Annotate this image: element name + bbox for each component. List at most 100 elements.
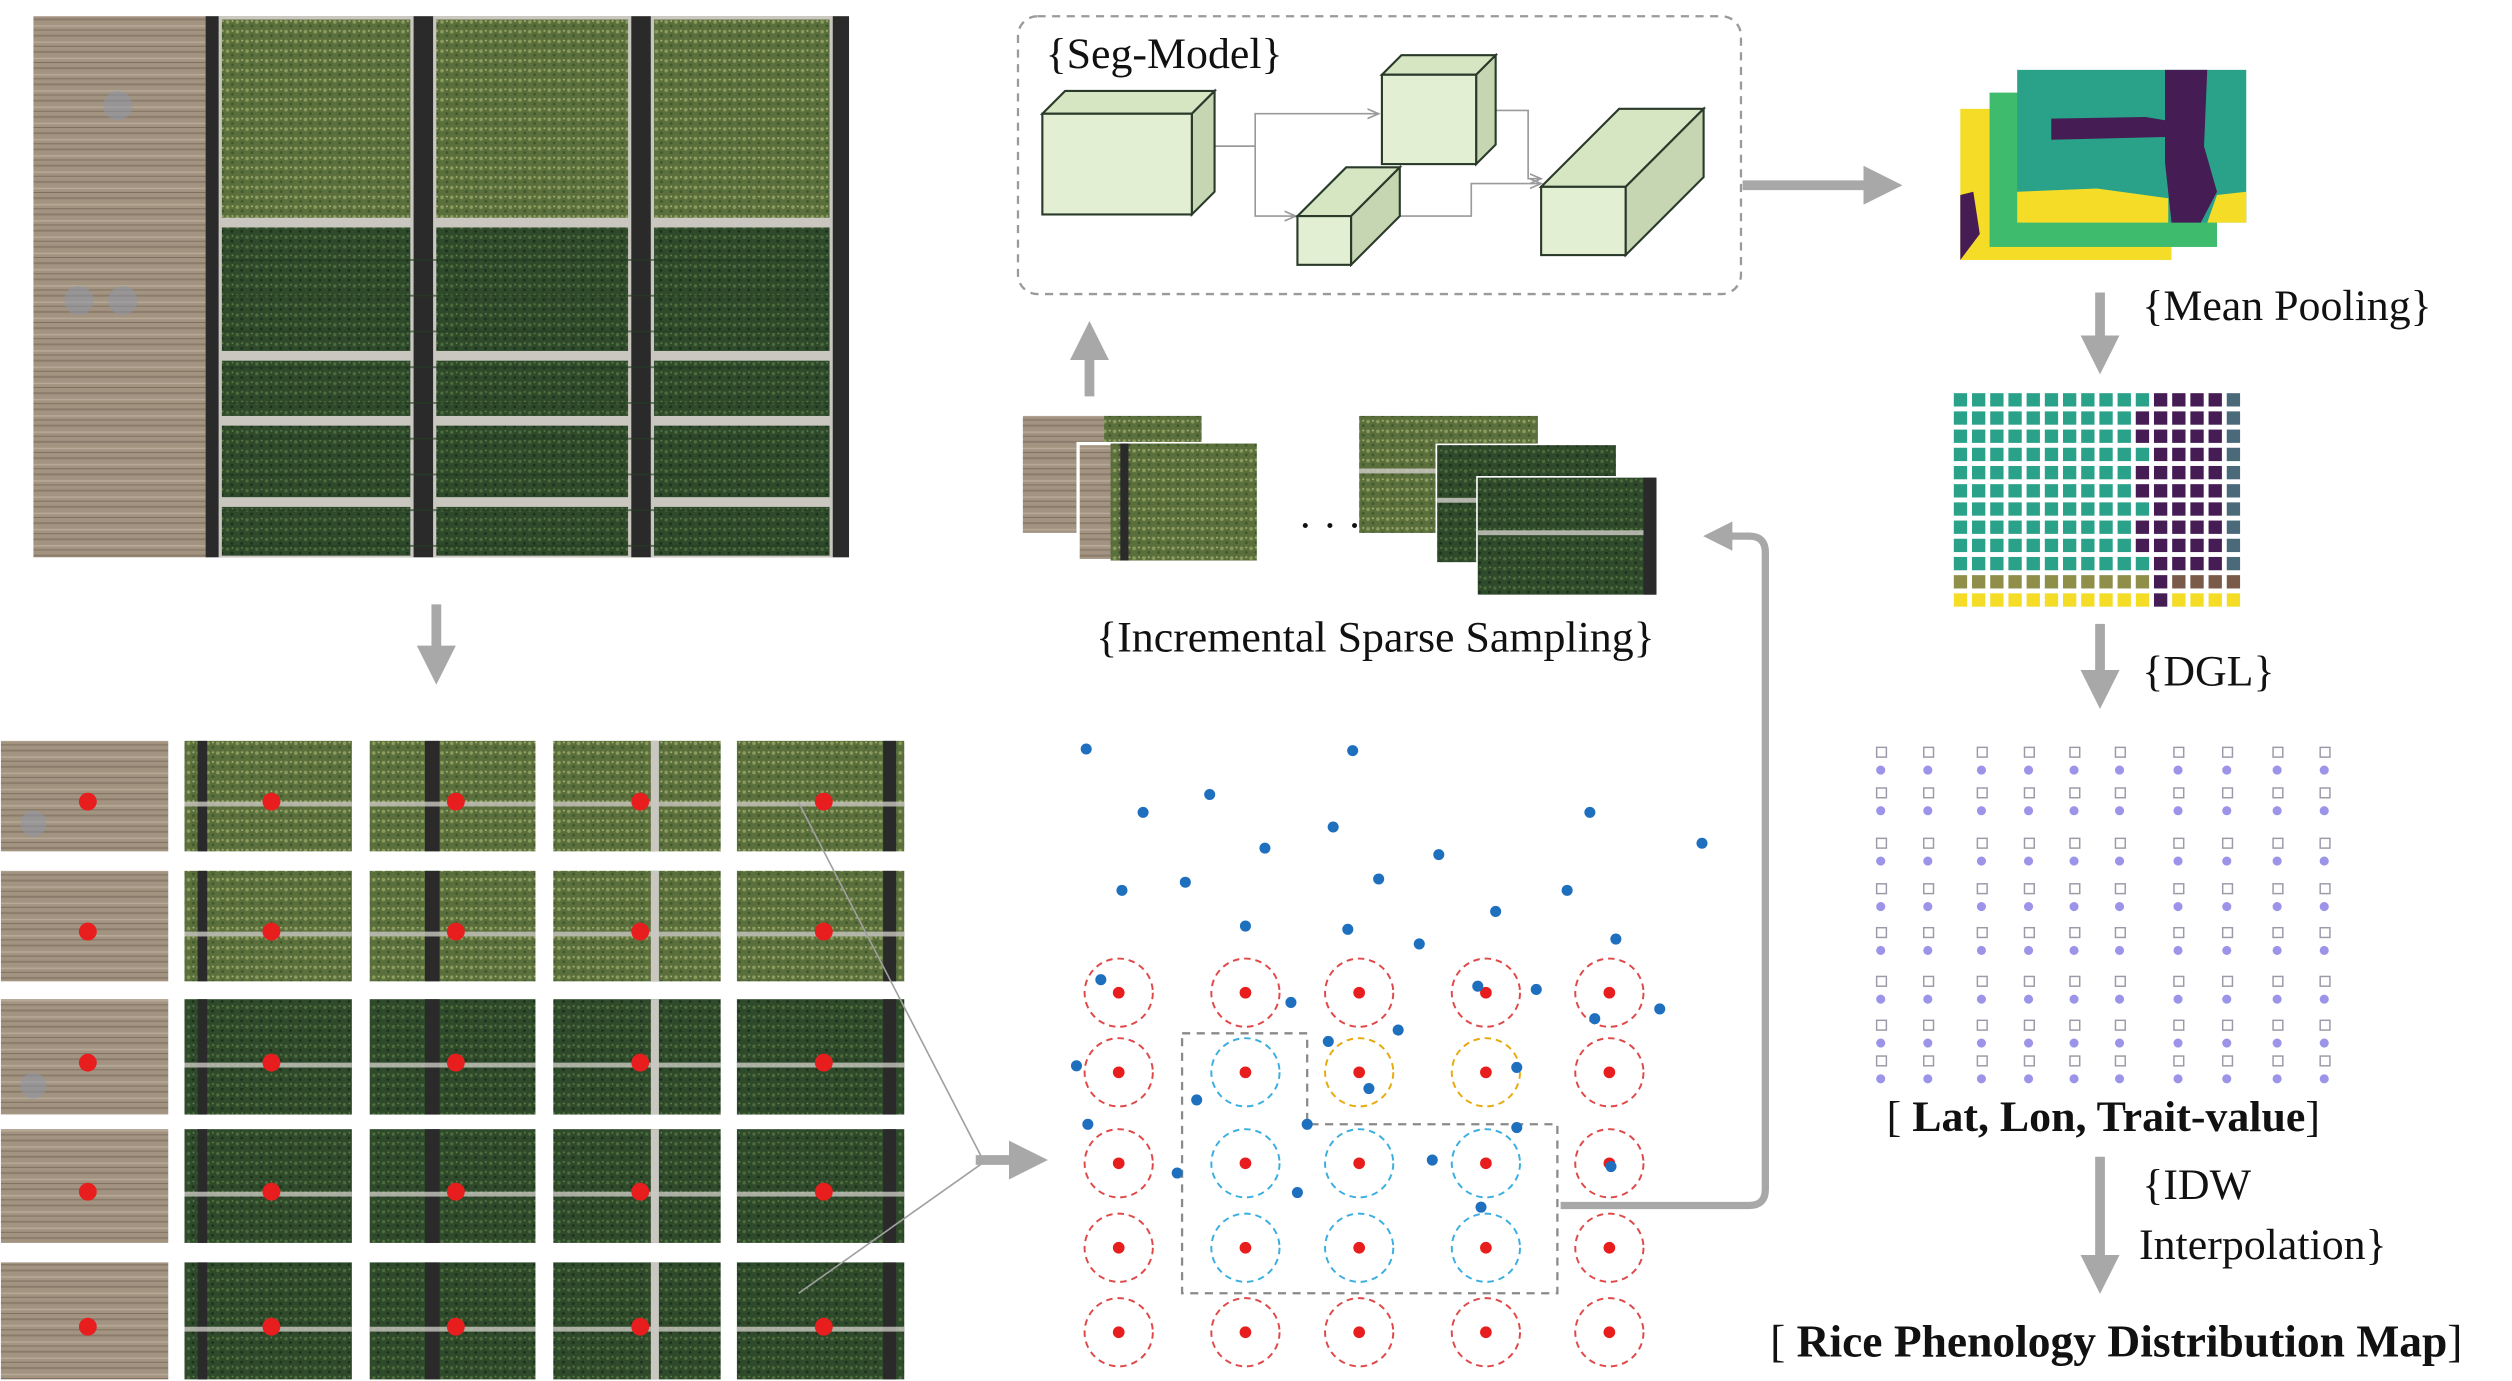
sampling-blue-point <box>1342 923 1354 935</box>
graph-node-dot <box>2114 765 2125 775</box>
sampling-group-region <box>1180 1032 1559 1295</box>
pooled-cell <box>2008 502 2022 516</box>
pooled-cell <box>2026 538 2040 553</box>
pooled-cell <box>2153 538 2168 553</box>
sampling-ring <box>1210 957 1281 1028</box>
sampling-ring <box>1210 1037 1281 1108</box>
pooled-cell <box>1972 575 1986 589</box>
graph-node-dot <box>2114 994 2125 1004</box>
sampling-blue-point <box>1137 806 1149 818</box>
pooled-cell <box>2226 411 2241 425</box>
pooled-cell <box>2153 575 2168 589</box>
pooled-cell <box>2008 393 2022 407</box>
pooled-cell <box>2117 411 2131 425</box>
cube-side-face <box>1190 88 1216 218</box>
tile-debris <box>20 810 47 837</box>
mask-purple-channel <box>2165 69 2218 223</box>
tile-center-red-dot <box>78 792 97 811</box>
graph-node-square <box>1976 1055 1988 1067</box>
graph-node-dot <box>2319 902 2329 912</box>
tile-path <box>650 1129 659 1243</box>
pooled-cell <box>2062 538 2077 553</box>
graph-node-dot <box>2222 902 2232 912</box>
sampling-center-dot <box>1480 1066 1492 1079</box>
pooled-cell <box>2135 502 2150 516</box>
lat-lon-trait-text: Lat, Lon, Trait-value <box>1912 1093 2305 1141</box>
tile-path <box>650 740 659 852</box>
pooled-cell <box>1990 447 2004 462</box>
graph-node-dot <box>1976 765 1986 775</box>
graph-node-dot <box>2023 765 2034 775</box>
pooled-cell <box>1972 393 1986 407</box>
pooled-cell <box>2153 593 2168 607</box>
graph-node-square <box>2069 746 2081 758</box>
pooled-cell <box>2099 502 2113 516</box>
sample-image-path <box>1477 530 1657 536</box>
sampling-blue-point <box>1584 806 1596 818</box>
graph-node-dot <box>2069 856 2079 866</box>
graph-node-dot <box>2114 806 2125 816</box>
graph-node-dot <box>2023 856 2034 866</box>
graph-node-dot <box>1976 1074 1986 1084</box>
pooled-cell <box>2190 575 2204 589</box>
tile-center-red-dot <box>262 1317 281 1336</box>
graph-node-dot <box>2069 902 2079 912</box>
sampling-blue-point <box>1511 1122 1523 1134</box>
sampling-center-dot <box>1239 1326 1252 1339</box>
pooled-cell <box>2044 429 2059 443</box>
pooled-cell <box>2208 393 2222 407</box>
sampling-blue-point <box>1239 920 1251 932</box>
graph-node-square <box>2173 975 2185 987</box>
tile-channel <box>197 999 208 1115</box>
graph-node-square <box>1875 837 1888 849</box>
pooled-cell <box>2208 593 2222 607</box>
mask-yellow-region <box>2017 188 2169 223</box>
sampling-blue-point <box>1322 1035 1334 1047</box>
pooled-cell <box>2208 556 2222 571</box>
graph-node-square <box>2221 975 2234 987</box>
pooled-cell <box>2190 447 2204 462</box>
sampling-blue-point <box>1080 743 1092 755</box>
graph-node-square <box>1875 883 1888 895</box>
aerial-plot-block <box>654 360 830 416</box>
sampling-blue-point <box>1413 938 1425 950</box>
graph-node-dot <box>2272 856 2282 866</box>
graph-node-square <box>1976 837 1988 849</box>
pooled-cell <box>2044 502 2059 516</box>
pooled-cell <box>2044 447 2059 462</box>
pooled-cell <box>2062 484 2077 498</box>
pooled-cell <box>2226 429 2241 443</box>
pooled-cell <box>2172 411 2186 425</box>
tile-channel <box>197 740 208 852</box>
graph-node-dot <box>2114 1074 2125 1084</box>
pooled-cell <box>2226 465 2241 480</box>
pooled-cell <box>2044 593 2059 607</box>
sampling-blue-point <box>1082 1118 1094 1130</box>
pooled-cell <box>2172 447 2186 462</box>
pooled-cell <box>2026 502 2040 516</box>
sampling-blue-point <box>1259 842 1271 854</box>
sampling-center-dot <box>1112 1066 1125 1079</box>
seg-model-dashed-frame <box>1016 15 1743 296</box>
sampling-center-dot <box>1112 1157 1125 1170</box>
sampling-center-dot <box>1239 1066 1252 1079</box>
aerial-plot-block <box>436 227 629 351</box>
pooled-grid <box>1953 393 2241 607</box>
tile-center-red-dot <box>446 922 465 941</box>
graph-node-square <box>2023 837 2035 849</box>
graph-node-dot <box>2069 945 2079 956</box>
sampling-ring <box>1324 957 1395 1028</box>
pooled-cell <box>2172 538 2186 553</box>
graph-node-dot <box>1876 1038 1886 1048</box>
pooled-cell <box>2226 393 2241 407</box>
graph-node-square <box>2221 837 2234 849</box>
graph-node-dot <box>1876 765 1886 775</box>
aerial-channel <box>832 16 850 558</box>
pooled-cell <box>2062 465 2077 480</box>
sampling-center-dot <box>1603 1241 1616 1254</box>
sampling-blue-point <box>1605 1161 1617 1173</box>
pooled-cell <box>2062 393 2077 407</box>
sampling-blue-point <box>1327 821 1339 833</box>
pooled-cell <box>1990 393 2004 407</box>
pooled-cell <box>2226 556 2241 571</box>
